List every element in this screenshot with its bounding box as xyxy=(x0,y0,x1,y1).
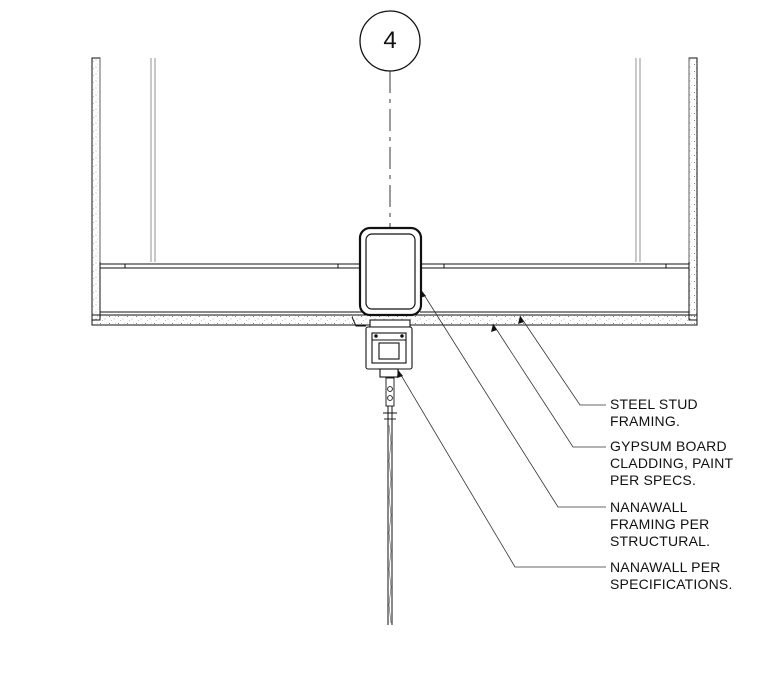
grid-bubble-label: 4 xyxy=(383,27,397,54)
tube-steel-framing xyxy=(358,226,423,317)
note-line: GYPSUM BOARD xyxy=(610,438,727,454)
leader-gypsum-board xyxy=(492,323,606,448)
note-line: NANAWALL xyxy=(610,499,688,515)
right-stud xyxy=(635,58,690,262)
note-line: NANAWALL PER xyxy=(610,559,721,575)
angle-clip xyxy=(351,316,366,327)
note-line: PER SPECS. xyxy=(610,472,697,488)
note-line: FRAMING PER xyxy=(610,516,710,532)
note-gypsum-board: GYPSUM BOARD CLADDING, PAINT PER SPECS. xyxy=(610,438,733,489)
left-stud xyxy=(99,58,156,262)
leader-nanawall-framing xyxy=(420,289,606,508)
note-nanawall-framing: NANAWALL FRAMING PER STRUCTURAL. xyxy=(610,499,710,550)
note-line: SPECIFICATIONS. xyxy=(610,576,733,592)
note-line: CLADDING, PAINT xyxy=(610,455,734,471)
left-wall-gypsum xyxy=(91,57,101,321)
note-nanawall: NANAWALL PER SPECIFICATIONS. xyxy=(610,559,733,593)
note-steel-stud-framing: STEEL STUD FRAMING. xyxy=(610,396,698,430)
leader-nanawall xyxy=(397,369,606,568)
right-wall-gypsum xyxy=(688,57,698,321)
steel-stud-framing xyxy=(100,263,689,313)
note-line: STRUCTURAL. xyxy=(610,533,711,549)
nanawall-head-track xyxy=(365,319,413,378)
leader-arrowheads xyxy=(397,290,524,378)
leader-steel-stud xyxy=(519,315,606,406)
leader-lines xyxy=(397,289,606,568)
nanawall-panel xyxy=(383,377,397,625)
note-line: FRAMING. xyxy=(610,413,681,429)
note-line: STEEL STUD xyxy=(610,396,698,412)
